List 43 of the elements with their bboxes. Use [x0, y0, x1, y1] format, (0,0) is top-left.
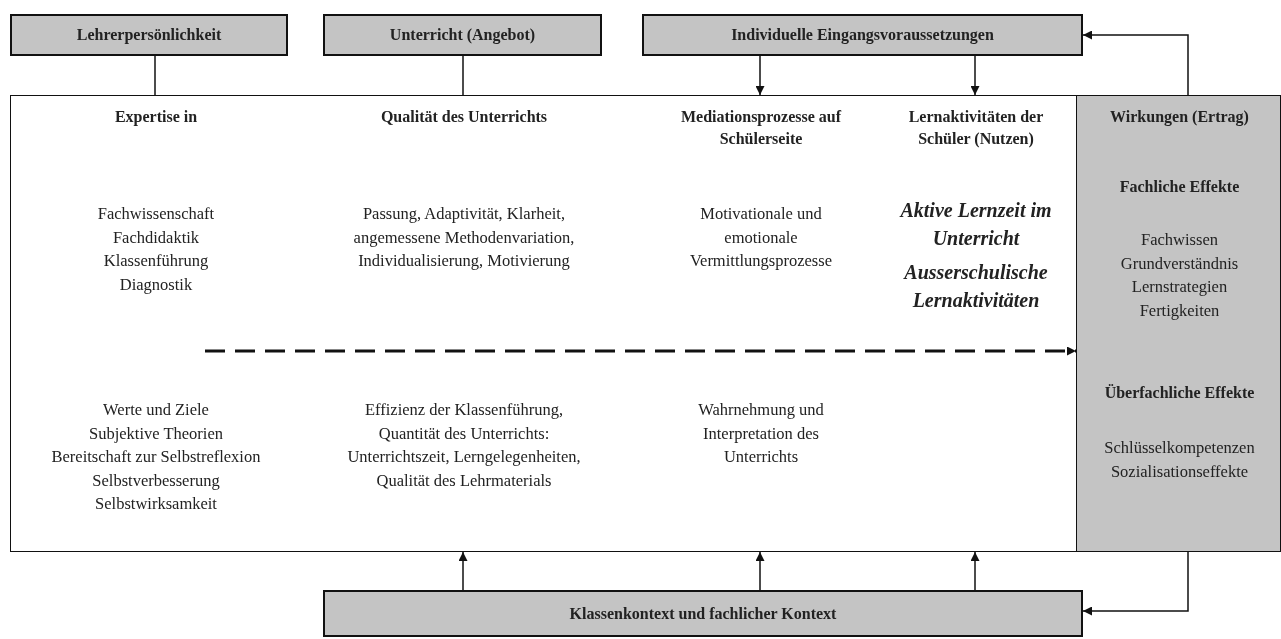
result-panel [1076, 95, 1281, 552]
body-text: Passung, Adaptivität, Klarheit, angemessene Methodenvariation, Individualisierung, Motivierung [352, 203, 576, 272]
list-item: Selbstwirksamkeit [94, 493, 218, 515]
dashed-arrow [205, 346, 1076, 356]
list-item: Fachwissenschaft [96, 203, 216, 225]
heading: Fachliche Effekte [1118, 177, 1241, 197]
arrow [1082, 30, 1189, 96]
list-item: Grundverständnis [1119, 252, 1240, 275]
arrow [755, 55, 765, 96]
factor-box: Klassenkontext und fachlicher Kontext [323, 590, 1083, 637]
body-text: Effizienz der Klassenführung, Quantität des Unterrichts: Unterrichtszeit, Lerngelegenheiten, Qualität des Lehrmaterials [346, 399, 582, 492]
heading: Mediationsprozesse auf Schülerseite [679, 107, 843, 149]
list-item: Diagnostik [118, 273, 194, 296]
emphasized-text: Aktive Lernzeit im Unterricht [898, 198, 1053, 251]
factor-box: Lehrerpersönlichkeit [10, 14, 288, 56]
list-item: Schlüsselkompetenzen [1103, 437, 1256, 459]
body-text: Motivationale und emotionale Vermittlungsprozesse [688, 203, 834, 272]
heading: Expertise in [113, 107, 199, 128]
emphasized-text: Ausserschulische Lernaktivitäten [902, 260, 1049, 313]
arrow [1082, 551, 1189, 616]
list-item: Subjektive Theorien [88, 422, 224, 445]
factor-box: Unterricht (Angebot) [323, 14, 602, 56]
list-item: Fachdidaktik [111, 226, 201, 249]
connector-line [462, 55, 464, 96]
arrow [970, 551, 980, 591]
list-item: Bereitschaft zur Selbstreflexion [50, 446, 262, 468]
arrow [970, 55, 980, 96]
arrow [755, 551, 765, 591]
heading: Qualität des Unterrichts [379, 107, 549, 127]
arrow [458, 551, 468, 591]
list-item: Fachwissen [1140, 229, 1219, 251]
list-item: Klassenführung [102, 250, 210, 272]
heading: Lernaktivitäten der Schüler (Nutzen) [907, 107, 1045, 150]
heading: Wirkungen (Ertrag) [1109, 107, 1250, 128]
list-item: Werte und Ziele [102, 399, 210, 421]
list-item: Sozialisationseffekte [1109, 460, 1250, 483]
body-text: Wahrnehmung und Interpretation des Unterrichts [697, 399, 825, 468]
factor-box: Individuelle Eingangsvoraussetzungen [642, 14, 1083, 56]
heading: Überfachliche Effekte [1103, 383, 1256, 403]
list-item: Selbstverbesserung [91, 469, 221, 492]
list-item: Fertigkeiten [1138, 299, 1221, 322]
list-item: Lernstrategien [1130, 276, 1229, 298]
connector-line [154, 55, 156, 96]
